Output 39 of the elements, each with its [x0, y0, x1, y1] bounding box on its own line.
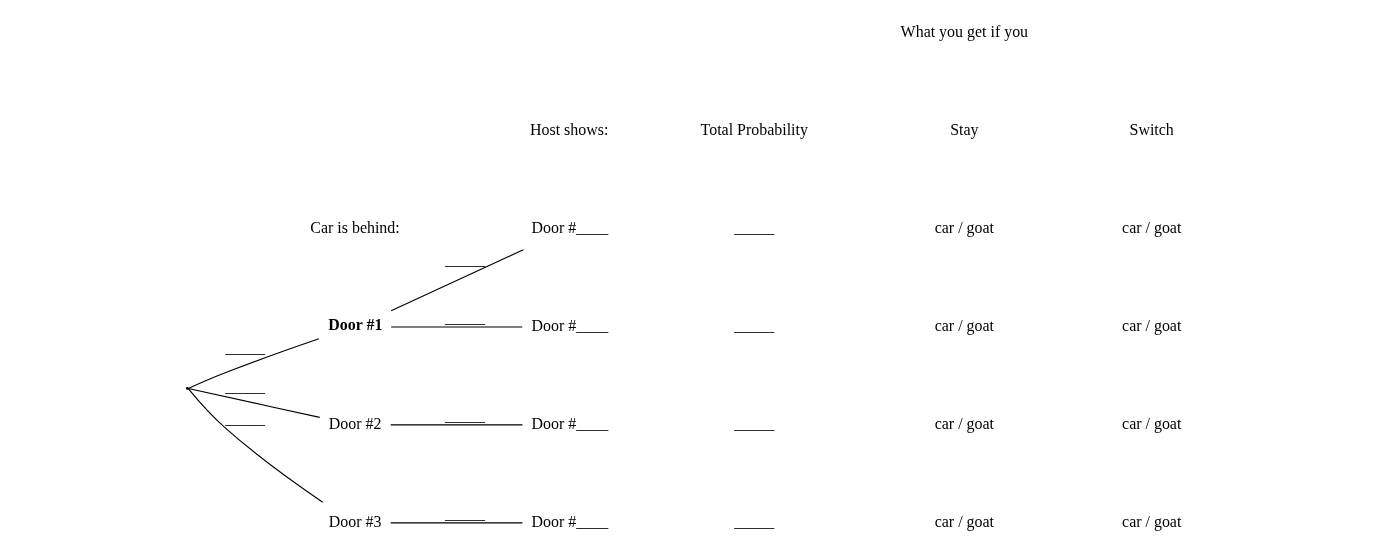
node-text: Door #2 — [328, 415, 382, 433]
label: _____ — [733, 415, 774, 433]
node-text: Door #____ — [531, 513, 608, 531]
edge-label: _____ — [224, 378, 265, 396]
label: _____ — [733, 219, 774, 237]
node-text: Door #____ — [531, 415, 608, 433]
edge-label: _____ — [224, 410, 265, 428]
label: car / goat — [1121, 513, 1181, 531]
label: Stay — [949, 121, 979, 139]
label: car / goat — [934, 513, 994, 531]
label: car / goat — [1121, 317, 1181, 335]
label: Car is behind: — [309, 219, 400, 237]
connector — [390, 249, 524, 312]
label: car / goat — [934, 415, 994, 433]
edge-label: _____ — [444, 406, 485, 424]
edge-label: _____ — [444, 308, 485, 326]
edge-label: _____ — [444, 504, 485, 522]
edge-label: _____ — [224, 339, 265, 357]
label: Switch — [1129, 121, 1174, 139]
label: Host shows: — [529, 121, 608, 139]
connector — [187, 387, 320, 418]
label: _____ — [733, 513, 774, 531]
connector — [187, 338, 319, 389]
label: What you get if you — [900, 23, 1028, 41]
label: car / goat — [1121, 415, 1181, 433]
connector — [187, 387, 323, 503]
node-text: Door #____ — [531, 317, 608, 335]
connector — [389, 522, 523, 524]
edge-label: _____ — [444, 250, 485, 268]
label: car / goat — [1121, 219, 1181, 237]
node-text: Door #____ — [531, 219, 608, 237]
label: _____ — [733, 317, 774, 335]
node-point — [185, 387, 189, 390]
label: car / goat — [934, 317, 994, 335]
label: car / goat — [934, 219, 994, 237]
label: Total Probability — [700, 121, 808, 139]
node-text: Door #3 — [328, 513, 382, 531]
node-text: Door #1 — [327, 316, 382, 334]
connector — [389, 424, 523, 426]
